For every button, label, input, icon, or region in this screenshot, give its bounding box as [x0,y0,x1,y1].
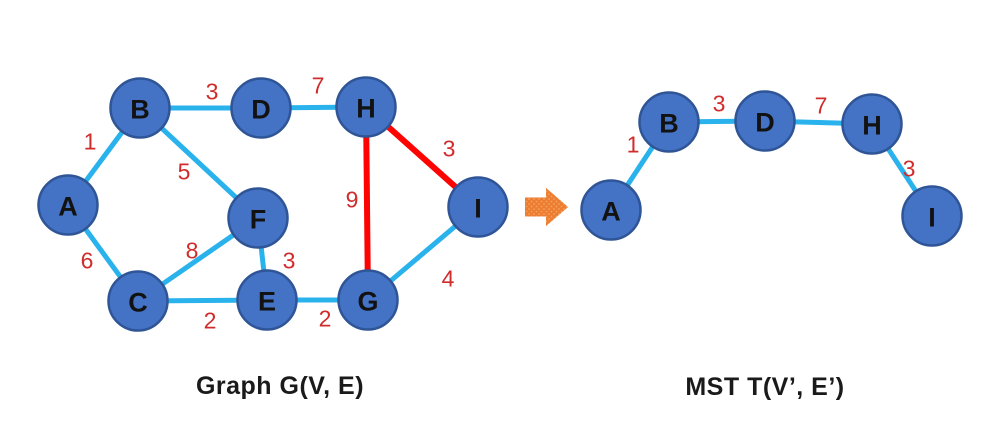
graph-g-node-label-B: B [130,95,150,125]
graph-g-node-C [107,270,169,332]
graph-g-edge-weight-G-I: 4 [442,265,455,291]
mst-t: A B D H I 1 3 7 3 [580,90,963,247]
graph-g-edge-weight-C-E: 2 [204,307,217,333]
graph-g: A B C D E F G H I 1 3 7 5 6 8 3 2 2 4 9 3 [37,72,509,333]
mst-t-node-D [734,90,796,152]
mst-t-edge-weight-A-B: 1 [627,131,640,157]
mst-t-caption: MST T(V’, E’) [685,373,844,401]
graph-g-node-E [236,269,298,331]
graph-g-edge-weight-H-G: 9 [346,186,359,212]
graph-g-edge-weight-D-H: 7 [312,72,325,98]
graph-g-node-I [447,176,509,238]
graph-g-node-F [227,187,289,249]
mst-t-node-label-I: I [928,203,936,233]
graph-g-node-label-D: D [251,95,271,125]
graph-g-node-label-E: E [258,287,276,317]
mst-t-node-label-A: A [601,197,621,227]
graph-g-node-A [37,174,99,236]
mst-t-node-I [901,185,963,247]
graph-g-node-H [335,76,397,138]
graph-g-node-label-C: C [128,288,148,318]
graph-g-node-B [109,77,171,139]
graph-g-edge-weight-B-F: 5 [178,158,191,184]
graph-g-node-D [230,77,292,139]
graph-g-node-label-I: I [474,194,482,224]
graph-g-edge-H-G [363,104,371,303]
mst-t-node-H [841,93,903,155]
graph-g-edge-weight-B-D: 3 [206,78,219,104]
graph-g-edge-weight-C-F: 8 [186,237,199,263]
graph-g-node-label-A: A [58,192,78,222]
mst-t-node-B [638,91,700,153]
graph-g-node-G [337,269,399,331]
graph-g-node-label-G: G [357,287,378,317]
mst-t-node-label-H: H [862,111,882,141]
graph-g-caption: Graph G(V, E) [196,372,364,400]
graph-g-node-label-F: F [250,205,267,235]
graph-g-edge-weight-E-G: 2 [319,305,332,331]
graph-g-edge-weight-A-C: 6 [81,247,94,273]
right-arrow-icon-texture [525,188,568,226]
mst-t-node-label-B: B [659,109,679,139]
mst-t-edge-weight-B-D: 3 [713,90,726,116]
mst-t-node-A [580,179,642,241]
graph-g-node-label-H: H [356,94,376,124]
graph-g-edge-weight-H-I: 3 [443,135,456,161]
mst-t-edge-weight-H-I: 3 [903,155,916,181]
mst-t-edge-weight-D-H: 7 [815,92,828,118]
mst-t-node-label-D: D [755,108,775,138]
graph-g-edge-weight-F-E: 3 [283,247,296,273]
graph-g-edge-weight-A-B: 1 [84,128,97,154]
